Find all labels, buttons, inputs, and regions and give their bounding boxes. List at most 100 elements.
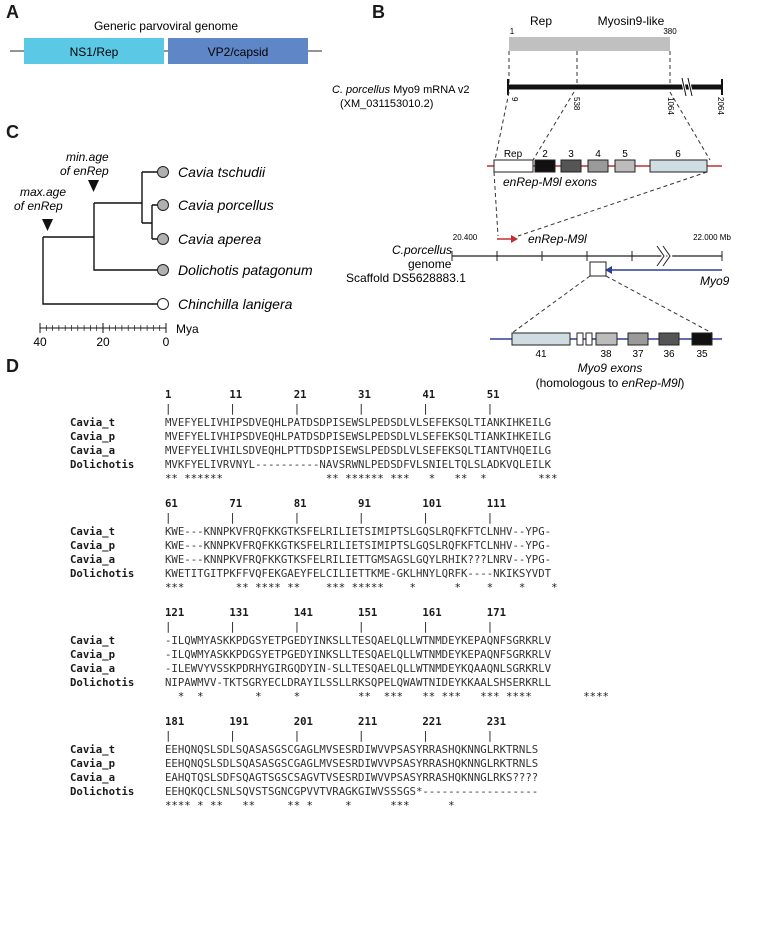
position-bars: | | | | | | [165, 402, 494, 415]
exon-label: 2 [542, 149, 548, 160]
mrna-label: C. porcellus Myo9 mRNA v2 [332, 84, 470, 96]
genome-label: genome [408, 257, 452, 271]
panel-label-c: C [6, 122, 19, 142]
zoom-box [589, 261, 607, 277]
panel-label-a: A [6, 2, 19, 22]
min-age-marker [88, 180, 99, 192]
mrna-accession: (XM_031153010.2) [340, 98, 433, 110]
species-label: Cavia aperea [178, 231, 261, 247]
panel-label-d: D [6, 356, 19, 376]
myo9-exon-36 [658, 332, 680, 346]
species-label: Dolichotis patagonum [178, 262, 313, 278]
position-bars: | | | | | | [165, 620, 494, 633]
exon-label: Rep [504, 149, 523, 160]
myo9-exon-label: 38 [600, 349, 612, 360]
protein-end-label: 380 [663, 27, 677, 36]
dash-line [494, 91, 510, 161]
exon-label: 5 [622, 149, 628, 160]
max-age-marker [42, 219, 53, 231]
species-node [157, 199, 169, 211]
alignment-row: Cavia_t-ILQWMYASKKPDGSYETPGEDYINKSLLTESQ… [70, 634, 552, 647]
mrna-tick-9: 9 [510, 97, 519, 102]
exon-label: 4 [595, 149, 601, 160]
alignment-row: Cavia_a-ILEWVYVSSKPDRHYGIRGQDYIN-SLLTESQ… [70, 662, 552, 675]
enrep-arrow-head [511, 235, 518, 243]
dash-line [493, 171, 499, 237]
myosin9-like-label: Myosin9-like [598, 14, 665, 28]
exon-caption: enRep-M9l exons [503, 175, 597, 189]
axis-break [681, 77, 693, 97]
dash-line [605, 275, 713, 334]
min-age-label: of enRep [60, 164, 109, 178]
genome-start-label: 20.400 [453, 233, 478, 242]
conservation-line: * * * * ** *** ** *** *** **** **** [165, 690, 609, 703]
position-bars: | | | | | | [165, 729, 494, 742]
myo9-exon-label: 36 [663, 349, 675, 360]
panel-a: Generic parvoviral genome NS1/Rep VP2/ca… [10, 19, 322, 64]
rep-domain-label: Rep [530, 14, 552, 28]
max-age-label: of enRep [14, 199, 63, 213]
axis-break [680, 77, 694, 97]
min-age-label: min.age [66, 150, 109, 164]
exon-label: 6 [675, 149, 681, 160]
mrna-tick-538: 538 [572, 97, 581, 111]
myo9-arrow-head [605, 266, 612, 274]
position-bars: | | | | | | [165, 511, 494, 524]
ns1-rep-box [24, 38, 164, 64]
dash-line [511, 275, 591, 334]
myo9-exon-41 [511, 332, 571, 346]
myo9-exons-caption: Myo9 exons [578, 361, 643, 375]
myo9-exon-small [576, 332, 584, 346]
axis-tick-label: 0 [163, 335, 170, 349]
exon-2 [534, 159, 556, 173]
axis-tick-label: 20 [96, 335, 110, 349]
species-node [157, 166, 169, 178]
myo9-exon-38 [595, 332, 618, 346]
myo9-exon-label: 37 [632, 349, 644, 360]
position-numbers: 61 71 81 91 101 111 [165, 497, 507, 510]
myo9-label: Myo9 [700, 274, 730, 288]
position-numbers: 1 11 21 31 41 51 [165, 388, 500, 401]
axis-break [656, 245, 671, 267]
dash-line [669, 91, 711, 161]
exon-label: 3 [568, 149, 574, 160]
axis-break [655, 244, 673, 268]
position-numbers: 181 191 201 211 221 231 [165, 715, 507, 728]
alignment-block: 121 131 141 151 161 171 | | | | | | Cavi… [70, 606, 750, 704]
alignment-row: Cavia_p-ILQWMYASKKPDGSYETPGEDYINKSLLTESQ… [70, 648, 552, 661]
myo9-exon-label: 35 [696, 349, 708, 360]
myo9-exon-label: 41 [535, 349, 547, 360]
dash-line [517, 171, 708, 237]
axis-unit-label: Mya [176, 322, 199, 336]
conservation-line: *** ** **** ** *** ***** * * * * * [165, 581, 558, 594]
mrna-tick-2064: 2064 [716, 97, 725, 115]
species-node [157, 264, 169, 276]
vp2-capsid-label: VP2/capsid [208, 45, 269, 59]
panel-c: min.age of enRep max.age of enRep Cavia … [14, 150, 313, 349]
myo9-exon-35 [691, 332, 713, 346]
alignment-block: 181 191 201 211 221 231 | | | | | | Cavi… [70, 715, 750, 813]
species-node [157, 298, 169, 310]
exon-rep [493, 159, 534, 173]
exon-5 [614, 159, 636, 173]
conservation-line: **** * ** ** ** * * *** * [165, 799, 455, 812]
max-age-label: max.age [20, 185, 66, 199]
position-numbers: 121 131 141 151 161 171 [165, 606, 507, 619]
axis-tick-label: 40 [33, 335, 47, 349]
species-label: Cavia tschudii [178, 164, 266, 180]
panel-label-b: B [372, 2, 385, 22]
vp2-capsid-box [168, 38, 308, 64]
scaffold-label: Scaffold DS5628883.1 [346, 271, 466, 285]
